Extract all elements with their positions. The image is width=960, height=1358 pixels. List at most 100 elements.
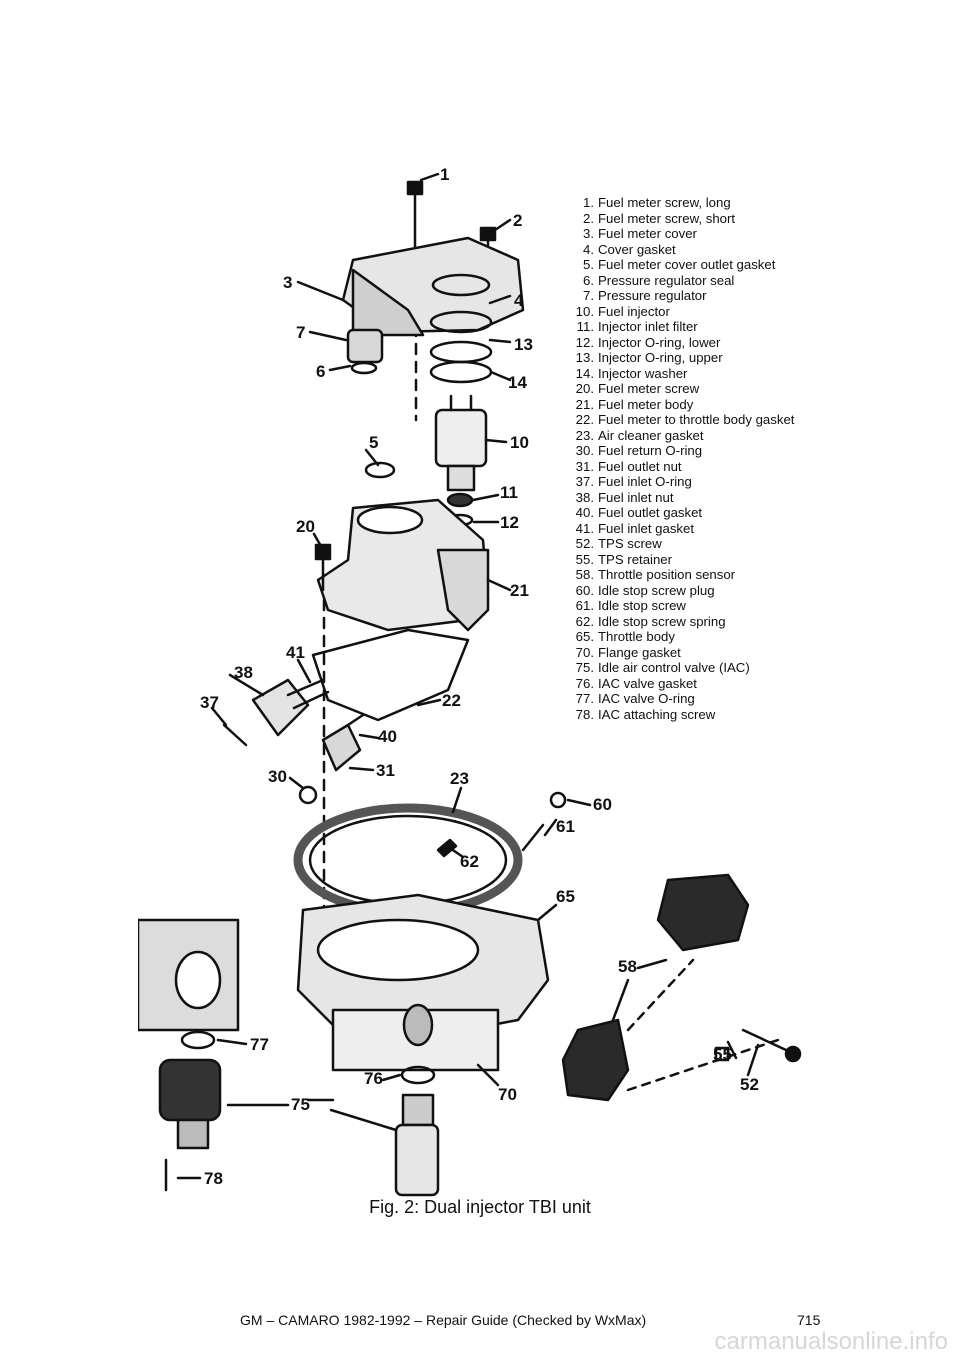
legend-label: Idle stop screw [598,598,686,613]
callout-7: 7 [296,323,305,342]
legend-item: 30.Fuel return O-ring [568,443,848,459]
callout-37: 37 [200,693,219,712]
tps-screw-shape [741,1028,802,1063]
cover-gasket-shape [431,273,491,297]
legend-number: 37. [575,474,594,489]
legend-number: 40. [575,505,594,520]
fuel-inlet-nut-shape [251,678,330,737]
callout-60: 60 [593,795,612,814]
legend-label: Injector O-ring, lower [598,334,721,350]
exploded-diagram: 1 2 3 4 5 6 7 10 11 12 13 14 20 21 22 23… [138,160,838,1200]
callout-58: 58 [618,957,637,976]
legend-label: Fuel outlet nut [598,458,682,474]
legend-item: 1.Fuel meter screw, long [568,195,848,211]
legend-label: IAC attaching screw [598,706,716,722]
legend-number: 4. [583,241,594,257]
legend-item: 31.Fuel outlet nut [568,459,848,475]
legend-item: 7.Pressure regulator [568,288,848,304]
legend-label: Fuel meter cover outlet gasket [598,257,776,272]
legend-number: 6. [583,272,594,288]
legend-number: 7. [583,288,594,303]
legend-item: 11.Injector inlet filter [568,319,848,335]
legend-item: 65.Throttle body [568,629,848,645]
callout-41: 41 [286,643,305,662]
callout-12: 12 [500,513,519,532]
legend-item: 38.Fuel inlet nut [568,490,848,506]
legend-label: Fuel return O-ring [598,443,703,458]
legend-item: 70.Flange gasket [568,645,848,661]
legend-label: Injector washer [598,365,688,381]
legend-number: 76. [575,675,594,691]
legend-item: 4.Cover gasket [568,242,848,258]
legend-item: 37.Fuel inlet O-ring [568,474,848,490]
legend-number: 55. [575,551,594,567]
legend-number: 41. [575,520,594,536]
legend-label: Idle stop screw spring [598,613,726,629]
legend-item: 3.Fuel meter cover [568,226,848,242]
fuel-injector-shape [434,394,488,492]
figure-caption: Fig. 2: Dual injector TBI unit [369,1197,591,1217]
legend-label: IAC valve gasket [598,675,697,691]
legend-label: Idle air control valve (IAC) [598,660,750,675]
legend-label: Flange gasket [598,644,681,660]
cover-front-shape [351,268,425,337]
legend-number: 5. [583,257,594,272]
fuel-outlet-nut-shape [321,713,365,772]
legend-number: 78. [575,706,594,722]
callout-2: 2 [513,211,522,230]
callout-20: 20 [296,517,315,536]
o-ring-washer-shape [429,340,493,364]
legend-number: 61. [575,598,594,613]
legend-label: Fuel injector [598,303,670,319]
callout-77: 77 [250,1035,269,1054]
legend-number: 31. [575,458,594,474]
outlet-gasket-shape [364,461,396,479]
legend-label: Throttle body [598,629,675,644]
inlet-o-ring-shape [222,723,248,747]
legend-item: 55.TPS retainer [568,552,848,568]
legend-label: Throttle position sensor [598,567,736,582]
legend-item: 23.Air cleaner gasket [568,428,848,444]
callout-21: 21 [510,581,529,600]
iac-gasket-shape [400,1065,436,1085]
pressure-regulator-shape [346,328,384,364]
page-number: 715 [797,1312,821,1328]
legend-label: Fuel meter body [598,396,694,412]
legend-label: Injector inlet filter [598,319,698,334]
legend-number: 1. [583,195,594,210]
legend-item: 20.Fuel meter screw [568,381,848,397]
legend-number: 10. [575,303,594,319]
return-o-ring-shape [298,785,318,805]
callout-14: 14 [508,373,527,392]
legend-number: 14. [575,365,594,381]
idle-spring-shape [436,838,458,858]
idle-stop-screw-shape [521,823,545,852]
washer-shape [429,360,493,384]
legend-number: 12. [575,334,594,350]
legend-number: 58. [575,567,594,582]
tps-retainer-shape [714,1046,730,1062]
legend-label: Idle stop screw plug [598,582,715,598]
legend-item: 22.Fuel meter to throttle body gasket [568,412,848,428]
legend-item: 2.Fuel meter screw, short [568,211,848,227]
legend-item: 14.Injector washer [568,366,848,382]
callout-38: 38 [234,663,253,682]
legend-item: 13.Injector O-ring, upper [568,350,848,366]
callout-1: 1 [440,165,449,184]
legend-item: 6.Pressure regulator seal [568,273,848,289]
tps-upper-shape [656,873,750,952]
callout-5: 5 [369,433,378,452]
iac-valve-center-shape [394,1093,440,1197]
legend-number: 38. [575,489,594,505]
idle-stop-plug-shape [549,791,567,809]
legend-label: TPS retainer [598,551,673,567]
legend-item: 52.TPS screw [568,536,848,552]
legend-number: 62. [575,613,594,629]
legend-item: 76.IAC valve gasket [568,676,848,692]
legend-number: 77. [575,691,594,706]
callout-10: 10 [510,433,529,452]
legend-number: 22. [575,412,594,427]
callout-78: 78 [204,1169,223,1188]
legend-label: Fuel meter cover [598,226,697,241]
callout-40: 40 [378,727,397,746]
